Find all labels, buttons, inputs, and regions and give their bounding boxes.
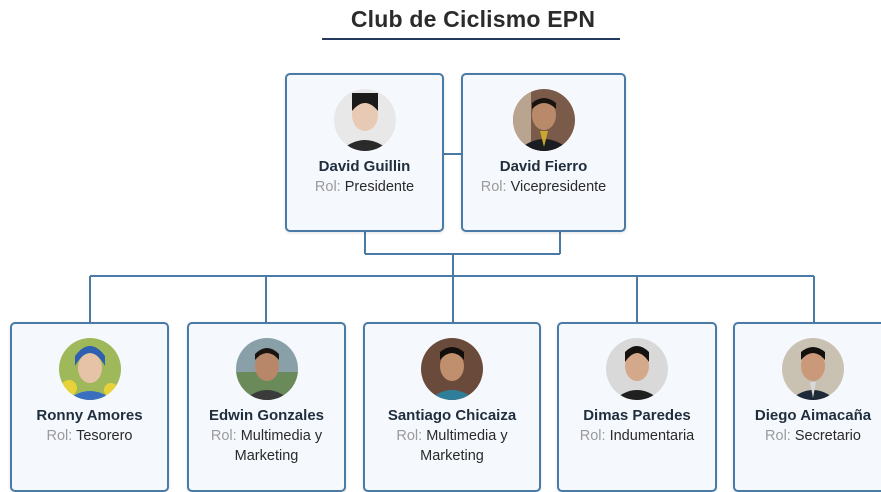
- avatar-photo: [333, 89, 396, 151]
- member-name: David Fierro: [499, 158, 588, 175]
- avatar-photo: [782, 338, 844, 400]
- role-label: Rol:: [396, 428, 423, 444]
- member-role: Rol: Multimedia y Marketing: [373, 426, 531, 466]
- member-role: Rol: Vicepresidente: [471, 177, 616, 197]
- member-name: David Guillin: [318, 158, 411, 175]
- avatar-photo: [421, 338, 483, 400]
- role-label: Rol:: [765, 428, 791, 444]
- member-role: Rol: Multimedia y Marketing: [197, 426, 336, 466]
- role-label: Rol:: [579, 428, 606, 444]
- avatar-photo: [606, 338, 668, 400]
- member-name: Diego Aimacaña: [754, 407, 872, 424]
- member-role: Rol: Indumentaria: [567, 426, 707, 446]
- card-david-fierro[interactable]: David Fierro Rol: Vicepresidente: [461, 73, 626, 232]
- card-diego-aimacana[interactable]: Diego Aimacaña Rol: Secretario: [733, 322, 881, 492]
- member-name: Dimas Paredes: [583, 407, 691, 424]
- member-role: Rol: Presidente: [295, 177, 434, 197]
- member-name: Santiago Chicaiza: [387, 407, 517, 424]
- member-name: Edwin Gonzales: [208, 407, 325, 424]
- role-label: Rol:: [480, 179, 507, 195]
- member-role: Rol: Tesorero: [20, 426, 159, 446]
- org-connectors: [89, 153, 815, 322]
- card-dimas-paredes[interactable]: Dimas Paredes Rol: Indumentaria: [557, 322, 717, 492]
- role-label: Rol:: [46, 428, 73, 444]
- role-value: Multimedia y Marketing: [234, 428, 323, 464]
- role-value: Tesorero: [76, 428, 133, 444]
- role-label: Rol:: [314, 179, 341, 195]
- avatar-photo: [235, 338, 298, 400]
- member-name: Ronny Amores: [36, 407, 143, 424]
- role-value: Indumentaria: [609, 428, 695, 444]
- title-underline: [322, 38, 620, 40]
- member-role: Rol: Secretario: [743, 426, 881, 446]
- avatar-photo: [512, 89, 575, 151]
- card-david-guillin[interactable]: David Guillin Rol: Presidente: [285, 73, 444, 232]
- card-santiago-chicaiza[interactable]: Santiago Chicaiza Rol: Multimedia y Mark…: [363, 322, 541, 492]
- role-value: Secretario: [794, 428, 861, 444]
- chart-title: Club de Ciclismo EPN: [350, 6, 596, 32]
- avatar-photo: [58, 338, 121, 400]
- role-value: Presidente: [344, 179, 415, 195]
- card-ronny-amores[interactable]: Ronny Amores Rol: Tesorero: [10, 322, 169, 492]
- role-label: Rol:: [210, 428, 237, 444]
- role-value: Multimedia y Marketing: [420, 428, 508, 464]
- role-value: Vicepresidente: [510, 179, 607, 195]
- card-edwin-gonzales[interactable]: Edwin Gonzales Rol: Multimedia y Marketi…: [187, 322, 346, 492]
